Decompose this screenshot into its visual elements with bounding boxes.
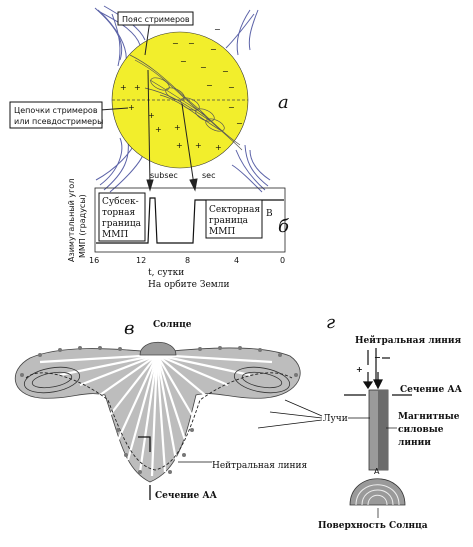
panel-g: г Нейтральная линия Сечение АА + − A Луч… bbox=[257, 312, 463, 531]
field-lines-label-1: Магнитные bbox=[398, 412, 460, 422]
x-axis-label-line2: На орбите Земли bbox=[148, 279, 230, 290]
plus-sign: + bbox=[176, 141, 183, 150]
x-tick: 16 bbox=[89, 256, 99, 265]
x-tick: 0 bbox=[280, 256, 285, 265]
subsec-label: subsec bbox=[150, 171, 178, 180]
plus-sign: + bbox=[195, 141, 202, 150]
field-lines-label-3: линии bbox=[398, 438, 431, 448]
minus-sign: − bbox=[228, 83, 235, 92]
neutral-line-label-g: Нейтральная линия bbox=[355, 335, 462, 346]
plus-sign: + bbox=[215, 143, 222, 152]
plus-sign: + bbox=[120, 83, 127, 92]
arcade-loop bbox=[361, 489, 394, 506]
chains-label-line2: или псевдостримеры bbox=[14, 117, 103, 126]
sec-label: sec bbox=[202, 171, 216, 180]
minus-sign: − bbox=[214, 25, 221, 34]
graph-frame bbox=[94, 187, 286, 253]
section-marker bbox=[138, 436, 151, 500]
arcade-base bbox=[349, 478, 406, 506]
sector-box-line: ММП bbox=[209, 227, 235, 237]
plus-sign: + bbox=[155, 125, 162, 134]
subsector-box bbox=[98, 192, 146, 242]
field-lines-label-2: силовые bbox=[398, 425, 444, 435]
plus-sign: + bbox=[174, 123, 181, 132]
plus-polarity: + bbox=[356, 365, 363, 374]
subsector-box-line: торная bbox=[102, 208, 136, 218]
minus-polarity: − bbox=[374, 353, 381, 362]
azimuth-curve bbox=[96, 197, 284, 244]
subsector-box-line: граница bbox=[102, 219, 142, 229]
chains-label-box bbox=[9, 101, 103, 129]
x-axis-ticks: 16 12 8 4 0 bbox=[89, 256, 285, 265]
sector-box-line: граница bbox=[209, 216, 249, 226]
panel-v: в Солнце bbox=[14, 318, 308, 501]
lobes bbox=[23, 366, 291, 394]
minus-sign: − bbox=[200, 63, 207, 72]
y-axis-label-line2: ММП (градусы) bbox=[78, 194, 87, 258]
rays-label: Лучи bbox=[323, 414, 348, 424]
panel-b: subsec sec Азимутальный угол ММП (градус… bbox=[67, 171, 290, 290]
minus-sign: − bbox=[236, 119, 243, 128]
subsector-box-line: Субсек- bbox=[102, 196, 139, 207]
y-axis-label-line1: Азимутальный угол bbox=[67, 179, 76, 262]
streamer-belt-label-box bbox=[117, 11, 194, 26]
x-tick: 4 bbox=[234, 256, 239, 265]
arcade-loop bbox=[367, 494, 388, 506]
projection-arrows bbox=[99, 19, 198, 192]
minus-sign: − bbox=[180, 57, 187, 66]
a-letter: A bbox=[374, 467, 380, 476]
sector-box bbox=[205, 199, 263, 239]
streamer-belt bbox=[129, 54, 243, 151]
streamer-belt-label: Пояс стримеров bbox=[122, 15, 190, 24]
sector-box-line: Секторная bbox=[209, 205, 260, 215]
sun-title: Солнце bbox=[153, 320, 192, 330]
chains-label-line1: Цепочки стримеров bbox=[14, 106, 98, 115]
minus-sign: − bbox=[188, 39, 195, 48]
x-tick: 8 bbox=[185, 256, 190, 265]
minus-sign: − bbox=[228, 103, 235, 112]
panel-v-letter: в bbox=[124, 318, 134, 339]
x-axis-label-line1: t, сутки bbox=[148, 268, 184, 278]
stalk-dark-half bbox=[378, 390, 388, 470]
section-aa-label: Сечение АА bbox=[155, 491, 218, 501]
minus-signs: − − − − − − − − − − − bbox=[172, 25, 243, 128]
plus-sign: + bbox=[128, 103, 135, 112]
minus-sign: − bbox=[210, 45, 217, 54]
minus-sign: − bbox=[222, 67, 229, 76]
neutral-line-label: Нейтральная линия bbox=[212, 461, 308, 471]
panel-b-letter: б bbox=[278, 216, 290, 237]
arcade-loop bbox=[355, 484, 400, 506]
rays-pointers bbox=[257, 399, 370, 429]
plus-sign: + bbox=[134, 83, 141, 92]
panel-g-letter: г bbox=[326, 312, 335, 333]
section-aa-label-g: Сечение АА bbox=[400, 385, 463, 395]
subsector-box-line: ММП bbox=[102, 230, 128, 240]
rays bbox=[39, 353, 273, 477]
minus-sign: − bbox=[172, 39, 179, 48]
solar-surface-label: Поверхность Солнца bbox=[318, 521, 428, 531]
plus-signs: + + + + + + + + + bbox=[120, 83, 222, 152]
x-tick: 12 bbox=[136, 256, 146, 265]
outline-dots bbox=[20, 346, 298, 474]
section-marker-g bbox=[344, 348, 412, 396]
minus-sign: − bbox=[206, 81, 213, 90]
sun-bump bbox=[139, 342, 177, 356]
panel-a: + + + + + + + + + − − − − − − − − − − − bbox=[9, 5, 289, 193]
b-letter: B bbox=[266, 209, 273, 219]
panel-a-letter: а bbox=[278, 92, 289, 113]
plus-sign: + bbox=[148, 111, 155, 120]
neutral-line-dashed bbox=[25, 372, 293, 471]
